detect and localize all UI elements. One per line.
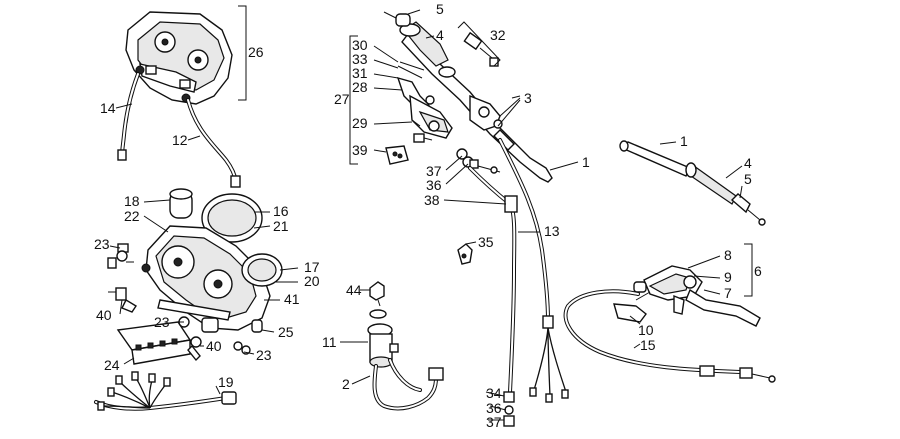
label-20: 20 [304, 273, 320, 289]
label-35: 35 [478, 234, 494, 250]
label-26: 26 [248, 44, 264, 60]
clutch-cable [563, 289, 776, 383]
label-33: 33 [352, 51, 368, 67]
label-32: 32 [490, 27, 506, 43]
label-10: 10 [638, 322, 654, 338]
bulb-holder-left [108, 287, 137, 313]
lever-assembly-right [613, 265, 761, 327]
handlebar-left [383, 11, 553, 183]
speedometer-cable [117, 72, 140, 161]
label-24: 24 [104, 357, 120, 373]
label-18: 18 [124, 193, 140, 209]
label-25: 25 [278, 324, 294, 340]
label-3: 3 [524, 90, 532, 106]
label-38: 38 [424, 192, 440, 208]
label-5: 5 [436, 1, 444, 17]
fastener-group-bottom [178, 316, 263, 362]
fastener-group-left [107, 243, 134, 269]
lever-assembly-left [385, 61, 453, 165]
label-1b: 1 [680, 133, 688, 149]
label-1: 1 [582, 154, 590, 170]
label-22: 22 [124, 208, 140, 224]
label-2: 2 [342, 376, 350, 392]
label-8: 8 [724, 247, 732, 263]
tachometer-cable [186, 98, 241, 188]
label-39: 39 [352, 142, 368, 158]
throttle-parts [463, 31, 499, 67]
label-27: 27 [334, 91, 350, 107]
label-37: 37 [426, 163, 442, 179]
label-14: 14 [100, 100, 116, 116]
label-44: 44 [346, 282, 362, 298]
wiring-harness [94, 371, 237, 411]
cable-fittings-upper [456, 148, 501, 174]
label-16: 16 [273, 203, 289, 219]
connector-block [116, 321, 192, 365]
label-23a: 23 [94, 236, 110, 252]
label-40b: 40 [206, 338, 222, 354]
label-23c: 23 [256, 347, 272, 363]
label-30: 30 [352, 37, 368, 53]
label-4: 4 [436, 27, 444, 43]
ignition-switch [367, 281, 444, 411]
label-36: 36 [426, 177, 442, 193]
label-5b: 5 [744, 171, 752, 187]
label-31: 31 [352, 65, 368, 81]
label-36b: 36 [486, 400, 502, 416]
handlebar-right [619, 140, 766, 226]
label-12: 12 [172, 132, 188, 148]
label-13: 13 [544, 223, 560, 239]
label-9: 9 [724, 269, 732, 285]
label-41: 41 [284, 291, 300, 307]
label-6: 6 [754, 263, 762, 279]
label-19: 19 [218, 374, 234, 390]
instrument-cluster [141, 188, 283, 333]
label-40a: 40 [96, 307, 112, 323]
label-4b: 4 [744, 155, 752, 171]
label-7: 7 [724, 285, 732, 301]
label-29: 29 [352, 115, 368, 131]
instrument-housing-upper [125, 11, 233, 105]
label-34: 34 [486, 385, 502, 401]
label-15: 15 [640, 337, 656, 353]
label-37b: 37 [486, 414, 502, 430]
label-17: 17 [304, 259, 320, 275]
label-28: 28 [352, 79, 368, 95]
control-cables-center [468, 138, 569, 427]
label-23b: 23 [154, 314, 170, 330]
label-11: 11 [322, 334, 337, 350]
label-21: 21 [273, 218, 289, 234]
cable-clip [457, 243, 473, 265]
